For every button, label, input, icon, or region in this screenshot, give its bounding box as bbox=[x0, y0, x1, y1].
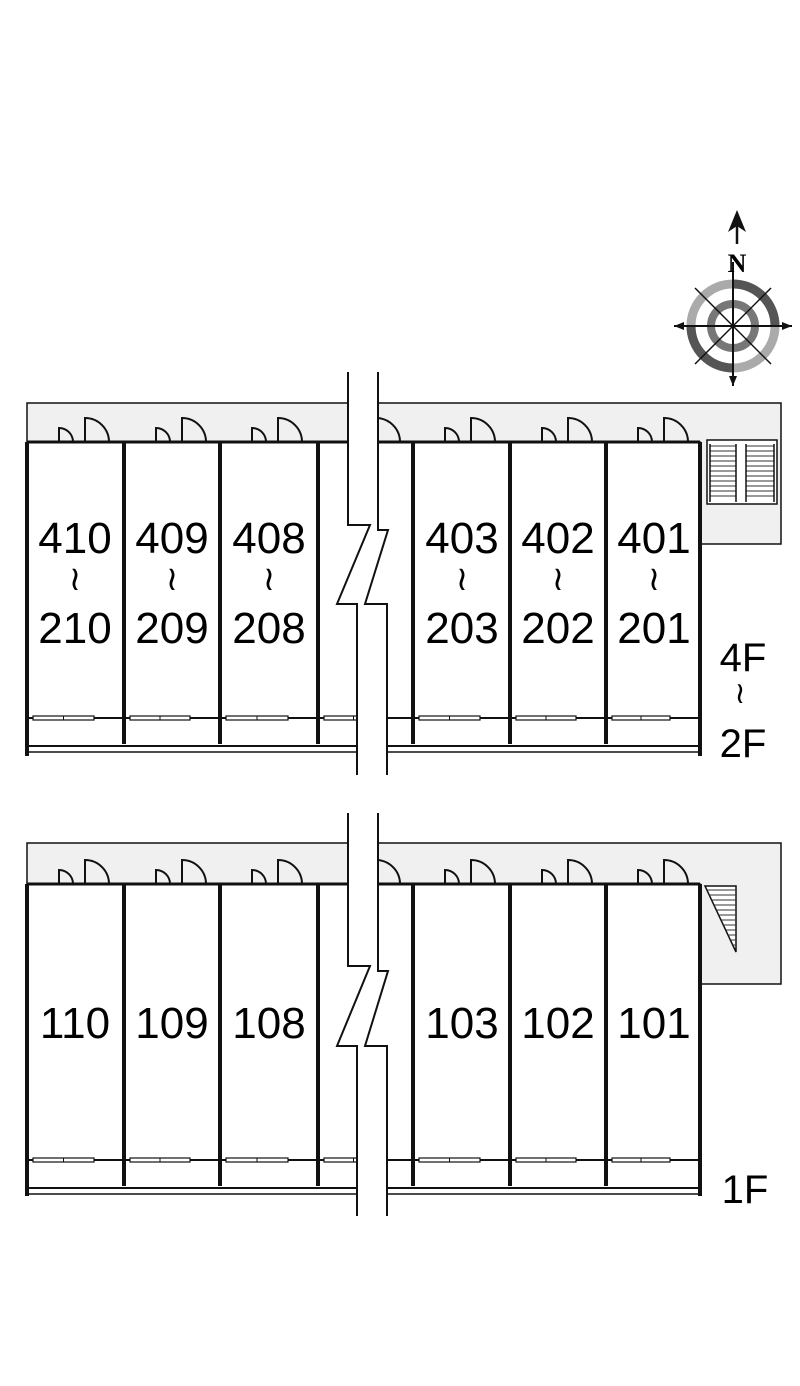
room-number: 201 bbox=[617, 604, 690, 653]
entrance-doors-upper bbox=[58, 416, 689, 443]
range-tilde: ≀ bbox=[456, 560, 469, 598]
room-number: 209 bbox=[135, 604, 208, 653]
break-mark-ground bbox=[335, 813, 390, 1216]
room-label-102: 102 bbox=[521, 999, 594, 1048]
room-label-101: 101 bbox=[617, 999, 690, 1048]
window-icon bbox=[611, 1157, 671, 1163]
door-icon bbox=[637, 416, 689, 443]
balcony-windows-upper bbox=[32, 715, 671, 721]
floor-label-upper: 4F ≀ 2F bbox=[720, 636, 767, 766]
range-tilde: ≀ bbox=[552, 560, 565, 598]
door-icon bbox=[444, 858, 496, 885]
window-icon bbox=[129, 1157, 191, 1163]
break-mark-upper bbox=[335, 372, 390, 775]
corridor-ground bbox=[26, 842, 782, 985]
room-number: 409 bbox=[135, 514, 208, 563]
window-icon bbox=[225, 715, 289, 721]
entrance-doors-ground bbox=[58, 858, 689, 885]
door-icon bbox=[541, 416, 593, 443]
window-icon bbox=[32, 1157, 95, 1163]
room-number: 210 bbox=[38, 604, 111, 653]
room-number: 401 bbox=[617, 514, 690, 563]
door-icon bbox=[251, 416, 303, 443]
room-label-109: 109 bbox=[135, 999, 208, 1048]
room-label-410-210: 410 ≀ 210 bbox=[38, 514, 111, 653]
floor-label-tilde: ≀ bbox=[734, 677, 745, 710]
north-arrow-icon bbox=[728, 210, 746, 244]
floor-label-4f: 4F bbox=[720, 636, 767, 680]
door-icon bbox=[155, 858, 207, 885]
upper-floors-plan: 410 ≀ 210 409 ≀ 209 408 ≀ 208 403 ≀ 203 … bbox=[25, 372, 782, 775]
door-icon bbox=[155, 416, 207, 443]
ground-floor-plan: 110 109 108 103 102 101 1F bbox=[25, 813, 782, 1216]
window-icon bbox=[225, 1157, 289, 1163]
room-label-402-202: 402 ≀ 202 bbox=[521, 514, 594, 653]
door-icon bbox=[251, 858, 303, 885]
staircase-upper bbox=[706, 439, 778, 505]
window-icon bbox=[515, 1157, 577, 1163]
staircase-ground bbox=[703, 885, 737, 953]
door-icon bbox=[637, 858, 689, 885]
window-icon bbox=[515, 715, 577, 721]
room-number: 202 bbox=[521, 604, 594, 653]
range-tilde: ≀ bbox=[166, 560, 179, 598]
window-icon bbox=[418, 1157, 481, 1163]
range-tilde: ≀ bbox=[648, 560, 661, 598]
room-label-403-203: 403 ≀ 203 bbox=[425, 514, 498, 653]
room-number: 208 bbox=[232, 604, 305, 653]
room-number: 408 bbox=[232, 514, 305, 563]
floor-label-1f: 1F bbox=[722, 1168, 769, 1212]
door-icon bbox=[58, 858, 110, 885]
window-icon bbox=[32, 715, 95, 721]
door-icon bbox=[541, 858, 593, 885]
compass-rose-icon bbox=[674, 262, 792, 386]
compass: N bbox=[674, 210, 792, 386]
room-label-110: 110 bbox=[40, 999, 110, 1048]
north-label: N bbox=[728, 249, 747, 278]
floor-label-2f: 2F bbox=[720, 722, 767, 766]
room-number: 402 bbox=[521, 514, 594, 563]
balcony-windows-ground bbox=[32, 1157, 671, 1163]
room-number: 203 bbox=[425, 604, 498, 653]
room-label-103: 103 bbox=[425, 999, 498, 1048]
window-icon bbox=[611, 715, 671, 721]
room-label-408-208: 408 ≀ 208 bbox=[232, 514, 305, 653]
door-icon bbox=[444, 416, 496, 443]
room-label-409-209: 409 ≀ 209 bbox=[135, 514, 208, 653]
room-number: 403 bbox=[425, 514, 498, 563]
window-icon bbox=[418, 715, 481, 721]
door-icon bbox=[58, 416, 110, 443]
range-tilde: ≀ bbox=[263, 560, 276, 598]
room-number: 410 bbox=[38, 514, 111, 563]
range-tilde: ≀ bbox=[69, 560, 82, 598]
room-label-401-201: 401 ≀ 201 bbox=[617, 514, 690, 653]
room-label-108: 108 bbox=[232, 999, 305, 1048]
window-icon bbox=[129, 715, 191, 721]
